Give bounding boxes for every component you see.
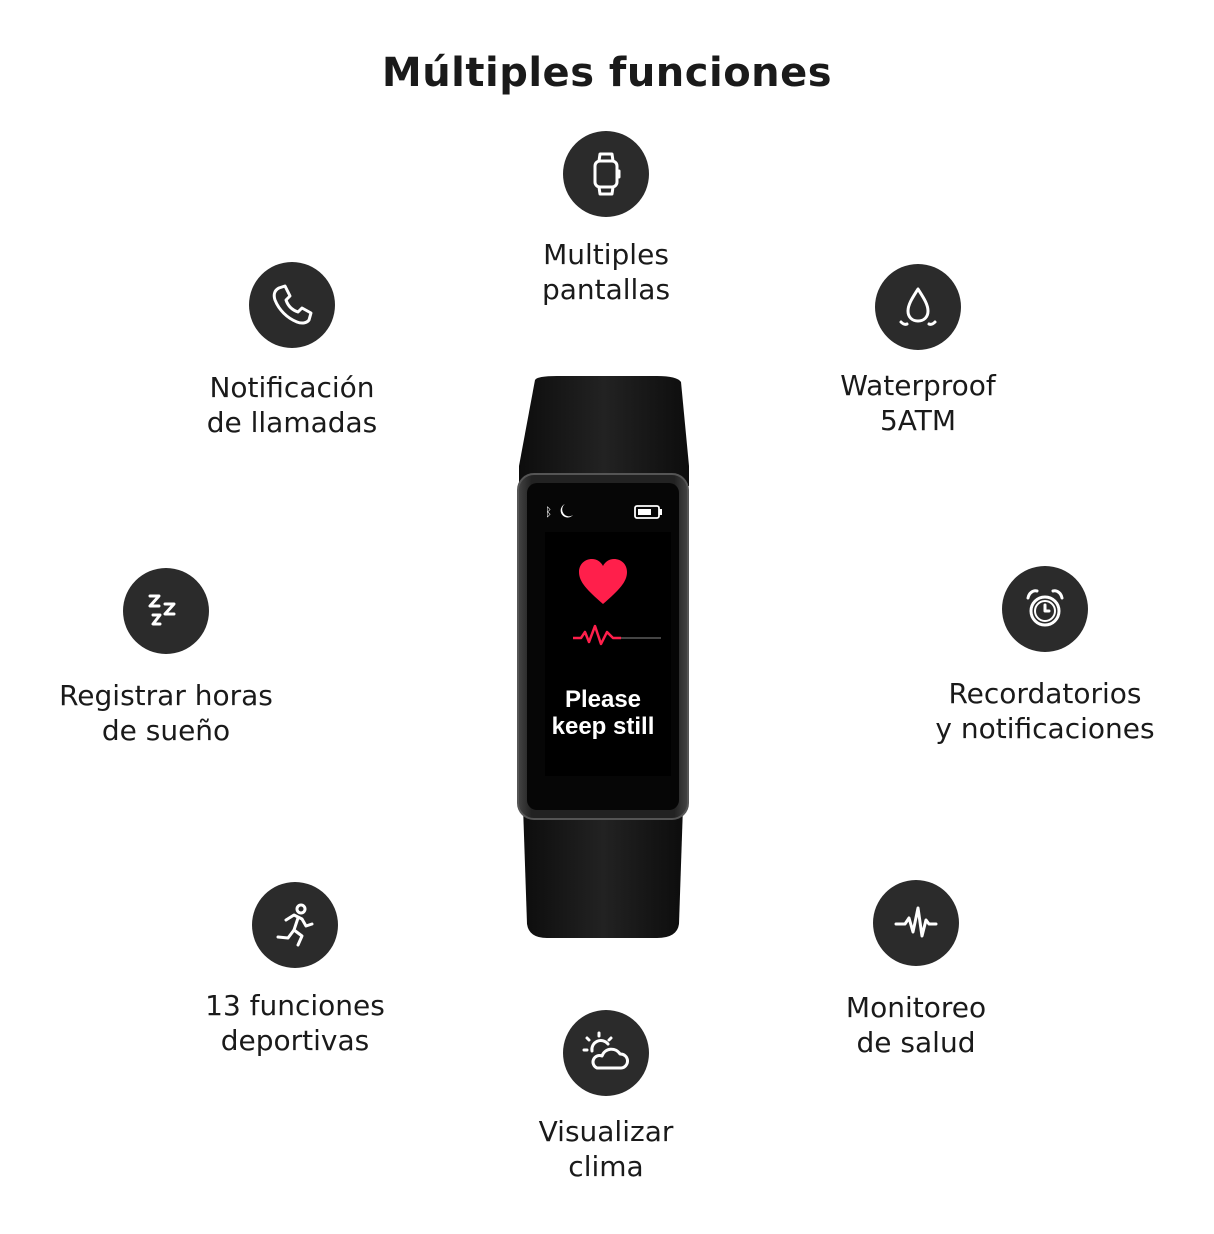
feature-sueno: Registrar horas de sueño (16, 568, 316, 748)
alarm-clock-icon (1002, 566, 1088, 652)
feature-label-line2: pantallas (541, 273, 671, 306)
feature-label-line1: Monitoreo (845, 991, 987, 1024)
feature-label-line1: Multiples (543, 238, 669, 271)
fitness-band-illustration: ᛒ (517, 376, 689, 938)
heart-icon (579, 559, 627, 604)
water-drop-icon (875, 264, 961, 350)
feature-label-line1: Visualizar (538, 1115, 674, 1148)
sleep-zzz-icon (123, 568, 209, 654)
feature-label-line1: Recordatorios (948, 677, 1142, 710)
feature-clima: Visualizar clima (456, 1010, 756, 1184)
feature-recordatorios: Recordatorios y notificaciones (895, 566, 1195, 746)
feature-label-line2: de sueño (101, 714, 231, 747)
watch-screen-line1: Please (564, 686, 642, 713)
feature-label-line2: de llamadas (206, 406, 378, 439)
fitness-band-image: ᛒ Please keep still (517, 376, 689, 938)
feature-label-line2: clima (568, 1150, 644, 1183)
moon-icon (560, 504, 573, 518)
top-strap (519, 376, 689, 486)
smartwatch-icon (563, 131, 649, 217)
feature-label-line1: Notificación (209, 371, 375, 404)
bluetooth-icon: ᛒ (545, 505, 552, 519)
feature-deportivas: 13 funciones deportivas (145, 882, 445, 1058)
feature-multiples-pantallas: Multiples pantallas (456, 131, 756, 307)
feature-label-line1: Registrar horas (59, 679, 273, 712)
weather-icon (563, 1010, 649, 1096)
phone-icon (249, 262, 335, 348)
watch-screen-line2: keep still (551, 713, 655, 740)
feature-waterproof: Waterproof 5ATM (768, 264, 1068, 438)
heartbeat-icon (873, 880, 959, 966)
feature-label-line1: Waterproof (840, 369, 996, 402)
running-person-icon (252, 882, 338, 968)
feature-label-line1: 13 funciones (205, 989, 385, 1022)
feature-label-line2: deportivas (220, 1024, 370, 1057)
page-title: Múltiples funciones (381, 50, 833, 96)
feature-label-line2: 5ATM (879, 404, 957, 437)
bottom-strap (523, 806, 683, 938)
pulse-line (573, 624, 621, 646)
feature-label-line2: de salud (856, 1026, 976, 1059)
feature-notificacion-llamadas: Notificación de llamadas (142, 262, 442, 440)
feature-salud: Monitoreo de salud (766, 880, 1066, 1060)
feature-label-line2: y notificaciones (935, 712, 1155, 745)
watch-screen-message: Please keep still (517, 686, 689, 740)
